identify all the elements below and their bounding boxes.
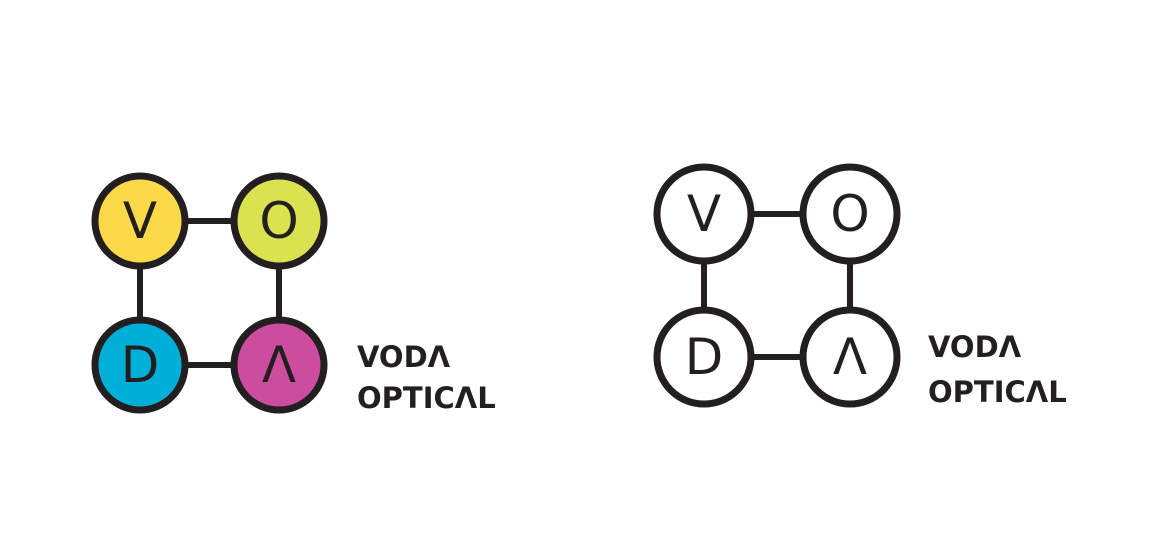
circle-letter: V <box>687 185 721 243</box>
circle-v: V <box>653 163 755 265</box>
circle-lambda: Λ <box>230 316 328 414</box>
circle-d: D <box>653 306 755 408</box>
wordmark-line-2: OPTICΛL <box>928 375 1067 409</box>
circle-letter: V <box>123 192 157 250</box>
circle-shape <box>230 172 328 270</box>
circle-letter: Λ <box>262 336 296 394</box>
circle-shape <box>91 172 189 270</box>
circle-letter: O <box>830 185 869 243</box>
logo-color-mark <box>137 218 282 368</box>
wordmark-line-2: OPTICΛL <box>357 381 496 415</box>
circle-lambda: Λ <box>799 306 901 408</box>
circle-shape <box>799 306 901 408</box>
circle-d: D <box>91 316 189 414</box>
circle-shape <box>799 163 901 265</box>
circle-shape <box>91 316 189 414</box>
circle-v: V <box>91 172 189 270</box>
circle-letter: D <box>685 328 724 386</box>
circle-o: O <box>799 163 901 265</box>
circle-letter: O <box>259 192 298 250</box>
circle-shape <box>230 316 328 414</box>
circle-o: O <box>230 172 328 270</box>
circle-shape <box>653 306 755 408</box>
circle-letter: Λ <box>833 328 867 386</box>
circle-letter: D <box>121 336 160 394</box>
logo-mono-mark <box>701 211 853 360</box>
wordmark-line-1: VODΛ <box>928 330 1022 364</box>
wordmark-line-1: VODΛ <box>357 340 451 374</box>
circle-shape <box>653 163 755 265</box>
